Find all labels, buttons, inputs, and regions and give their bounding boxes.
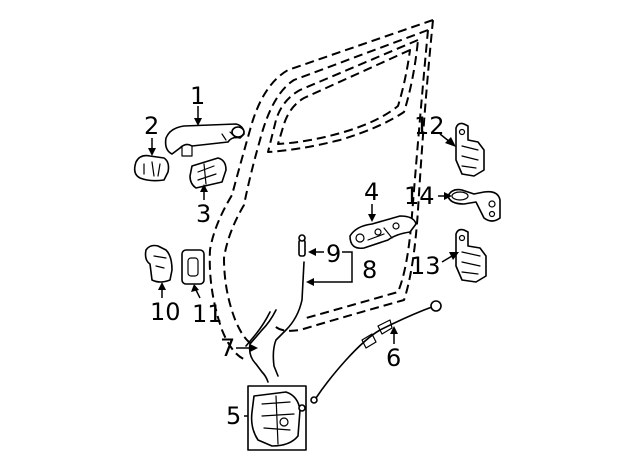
callout-5: 5: [226, 402, 241, 430]
callout-12: 12: [414, 112, 445, 140]
door-outer-edge: [208, 19, 434, 361]
release-cable: [310, 300, 442, 404]
handle-rod: [245, 309, 277, 383]
handle-bezel: [189, 157, 227, 189]
callout-11: 11: [192, 300, 223, 328]
door-check: [447, 188, 501, 222]
door-latch: [247, 385, 307, 451]
callout-10: 10: [150, 298, 181, 326]
inside-bezel: [181, 249, 205, 285]
handle-cap: [133, 154, 170, 182]
inside-handle: [144, 244, 173, 283]
callout-1: 1: [190, 82, 205, 110]
callout-2: 2: [144, 112, 159, 140]
callout-4: 4: [364, 178, 379, 206]
callout-6: 6: [386, 344, 401, 372]
callout-7: 7: [220, 334, 235, 362]
door-window-frame: [267, 39, 419, 153]
callout-numbers: 1 2 3 4 5 6 7 8 9 10 11 12 13 14: [144, 82, 445, 430]
upper-hinge: [455, 122, 485, 177]
lower-hinge: [455, 228, 487, 283]
rod-clip: [298, 234, 306, 257]
lock-control-bracket: [349, 215, 417, 250]
callout-13: 13: [410, 252, 441, 280]
callout-8: 8: [362, 256, 377, 284]
callout-9: 9: [326, 240, 341, 268]
door-window-inner: [277, 49, 411, 145]
door-inner-edge: [223, 29, 429, 345]
callout-3: 3: [196, 200, 211, 228]
door-outline: [208, 19, 434, 361]
outside-handle: [164, 123, 245, 157]
callout-14: 14: [404, 182, 435, 210]
leader-lines: [148, 106, 459, 417]
lock-rod: [272, 261, 305, 377]
